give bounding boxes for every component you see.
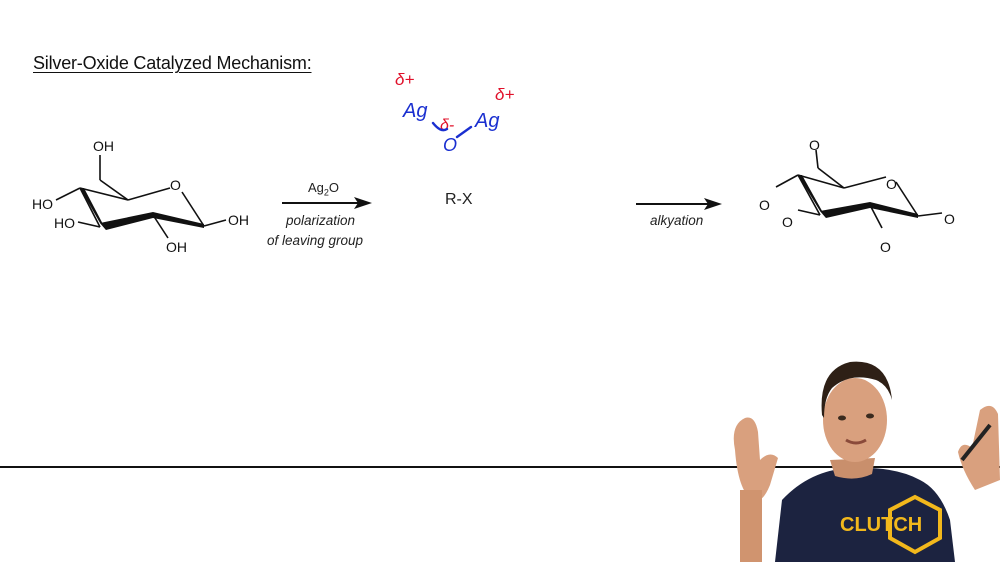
shirt-logo-text: CLUTCH [840,514,922,536]
step1-note-line2: of leaving group [267,233,364,248]
ag-right: Ag [474,110,499,132]
label-c1-oh: OH [228,212,249,228]
reaction-arrow-2 [636,198,722,210]
label-ring-o: O [170,177,181,193]
presenter-video: CLUTCH [733,361,1000,562]
product-c6-o: O [809,137,820,153]
reagent-o: O [328,180,340,195]
page-title: Silver-Oxide Catalyzed Mechanism: [33,53,312,73]
label-c3-oh: HO [54,215,75,231]
delta-plus-left: δ+ [395,70,414,89]
product-structure: O O O O O O [759,137,955,255]
step2-note: alkyation [650,213,704,228]
reaction-arrow-1 [282,197,372,209]
ag-left: Ag [402,100,427,122]
label-c4-oh: HO [32,196,53,212]
product-c3-o: O [782,214,793,230]
oxygen: O [443,135,457,155]
whiteboard-divider-line [0,466,1000,468]
reagent-ag: Ag [308,180,324,195]
product-c1-o: O [944,211,955,227]
step1-note-line1: polarization [286,213,356,228]
delta-plus-right: δ+ [495,85,514,104]
reagent-ag2o: Ag2O [308,180,339,198]
intermediate-rx: R-X [445,191,473,208]
product-c2-o: O [880,239,891,255]
reagent-sub: 2 [323,187,329,198]
delta-minus: δ- [440,117,454,134]
label-c6-oh: OH [93,138,114,154]
handwritten-ag2o-annotation: δ+ Ag δ- Ag δ+ O [395,70,514,155]
product-c4-o: O [759,197,770,213]
product-ring-o: O [886,176,897,192]
label-c2-oh: OH [166,239,187,255]
glucose-structure: OH O HO HO OH OH [32,138,249,255]
